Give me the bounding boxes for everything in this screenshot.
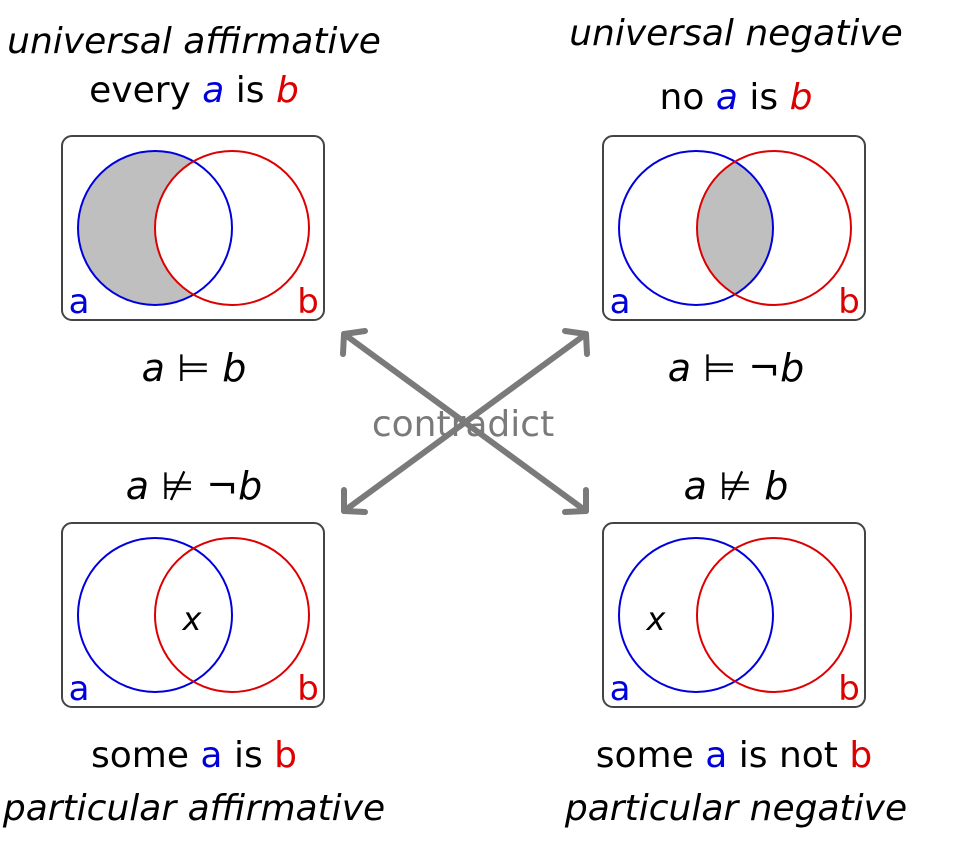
set-label-b: b (297, 669, 319, 709)
term-b: b (789, 77, 813, 118)
set-label-a: a (609, 669, 631, 709)
title-particular-negative: particular negative (564, 788, 908, 829)
circle-b (696, 537, 852, 693)
arrowhead (562, 328, 590, 357)
relation-universal-affirmative: a ⊨ b (141, 346, 247, 390)
sentence-universal-affirmative: every a is b (89, 69, 299, 113)
contradict-arrows (340, 328, 590, 515)
set-label-b: b (297, 282, 319, 322)
sentence-particular-affirmative: some a is b (91, 734, 297, 778)
universe-frame (602, 522, 866, 708)
universe-frame (61, 522, 325, 708)
circle-b (154, 537, 310, 693)
copula: is (235, 70, 265, 111)
relation-particular-affirmative: a ⊭ ¬b (125, 464, 263, 508)
venn-universal-negative (602, 135, 866, 321)
existence-marker: x (182, 600, 202, 638)
copula: is (749, 77, 779, 118)
quantifier: no (659, 77, 705, 118)
title-universal-affirmative: universal affirmative (7, 21, 381, 62)
set-label-b: b (838, 669, 860, 709)
term-b: b (276, 70, 299, 111)
venn-universal-affirmative (61, 135, 325, 321)
sentence-particular-negative: some a is not b (596, 734, 872, 778)
shaded-intersection (697, 151, 773, 305)
set-label-a: a (68, 669, 90, 709)
quantifier: some (90, 735, 189, 776)
circle-a (618, 150, 774, 306)
universe-frame (602, 135, 866, 321)
copula: is (233, 735, 263, 776)
relation-particular-negative: a ⊭ b (683, 464, 789, 508)
contradict-label: contradict (371, 404, 555, 445)
circle-a (77, 537, 233, 693)
quantifier: some (595, 735, 694, 776)
term-a: a (200, 735, 223, 776)
circle-b (696, 150, 852, 306)
term-a: a (202, 70, 225, 111)
venn-particular-affirmative (61, 522, 325, 708)
arrowhead (341, 487, 368, 515)
term-b: b (274, 735, 298, 776)
term-b: b (849, 735, 873, 776)
quantifier: every (89, 70, 191, 111)
term-a: a (705, 735, 728, 776)
arrowhead (562, 487, 589, 515)
circle-b (154, 150, 310, 306)
arrow-un-pa (341, 331, 589, 514)
relation-universal-negative: a ⊨ ¬b (667, 346, 805, 390)
copula: is not (738, 735, 838, 776)
set-label-b: b (838, 282, 860, 322)
title-universal-negative: universal negative (569, 13, 903, 54)
term-a: a (715, 77, 738, 118)
arrowhead (340, 328, 368, 357)
sentence-universal-negative: no a is b (660, 76, 813, 120)
venn-particular-negative (602, 522, 866, 708)
circle-a (77, 150, 233, 306)
existence-marker: x (646, 600, 666, 638)
set-label-a: a (68, 282, 90, 322)
set-label-a: a (609, 282, 631, 322)
circle-a (618, 537, 774, 693)
universe-frame (61, 135, 325, 321)
title-particular-affirmative: particular affirmative (2, 788, 386, 829)
